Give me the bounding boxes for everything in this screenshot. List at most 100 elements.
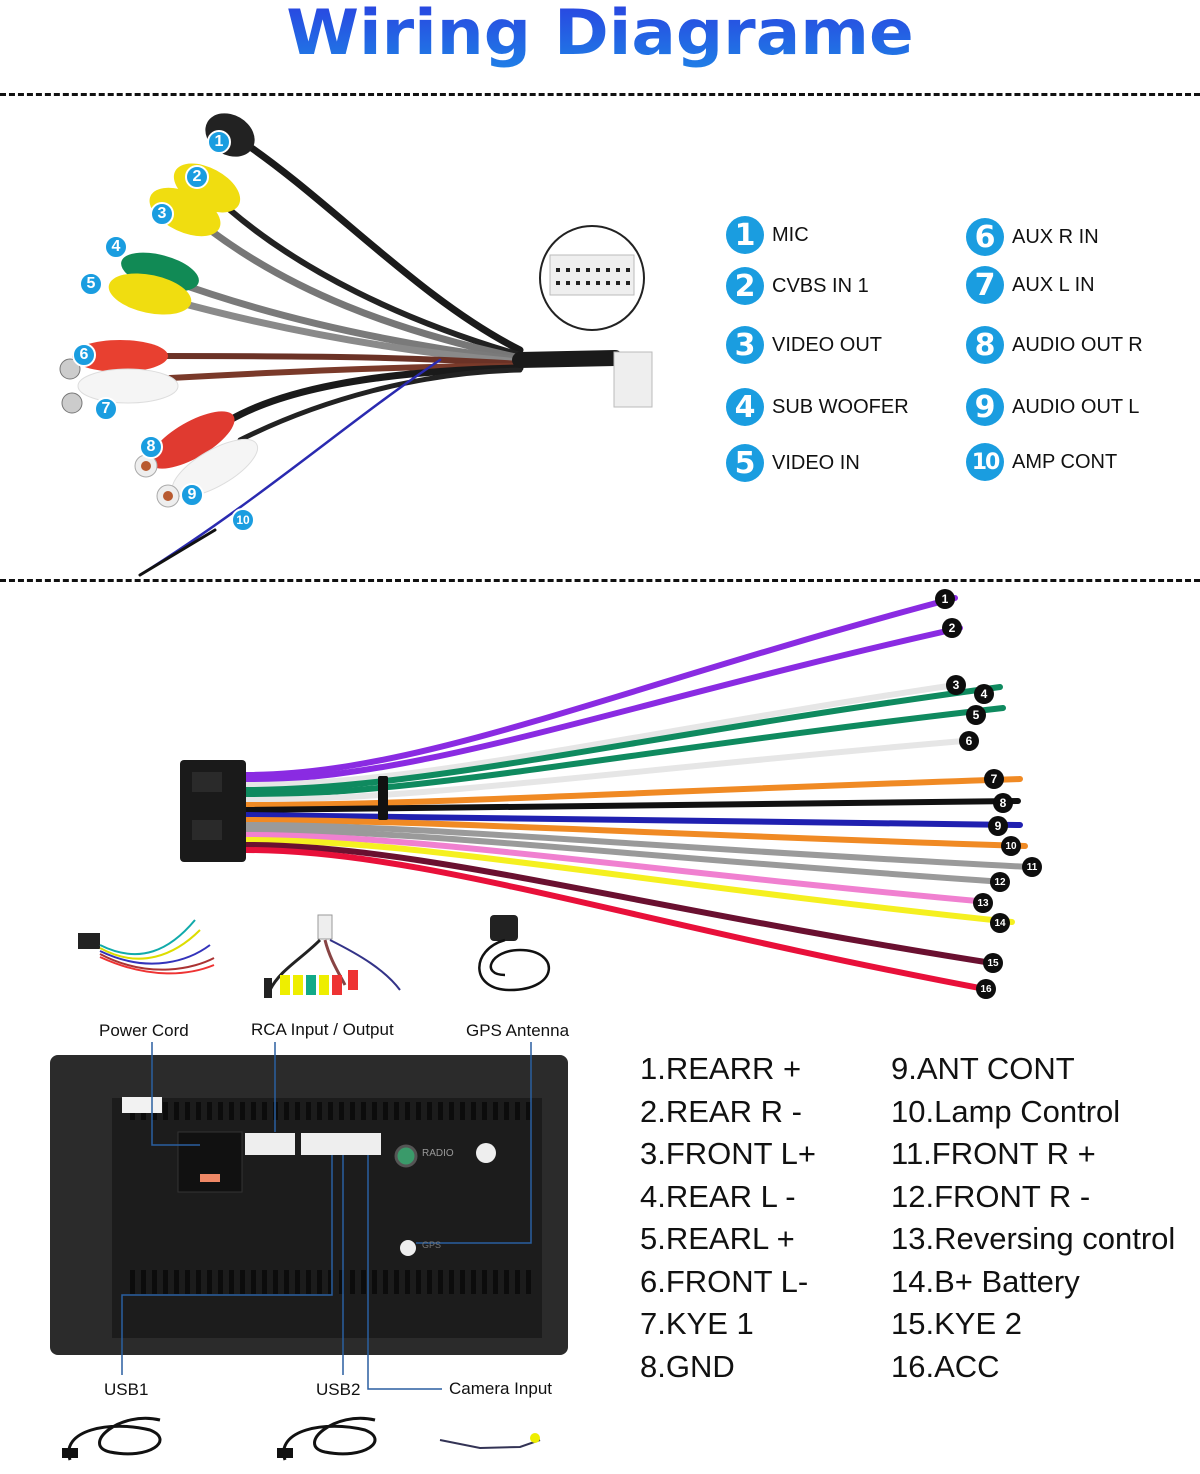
- vent-slot: [218, 1102, 223, 1120]
- pin-item: 15.KYE 2: [891, 1306, 1022, 1341]
- gps-port-label: GPS: [422, 1240, 442, 1250]
- label-camera-input: Camera Input: [449, 1379, 552, 1398]
- vent-slot: [449, 1270, 454, 1294]
- vent-slot: [196, 1270, 201, 1294]
- number-badge: 2: [726, 267, 764, 305]
- pin-item: 9.ANT CONT: [891, 1051, 1075, 1086]
- rca-callout-1: 1: [207, 130, 231, 154]
- vent-slot: [394, 1102, 399, 1120]
- vent-slot: [251, 1102, 256, 1120]
- vent-slot: [328, 1270, 333, 1294]
- legend-label: AUDIO OUT L: [1012, 395, 1140, 418]
- section-divider: [0, 579, 1200, 582]
- wire-5: [243, 705, 1006, 798]
- wire-badge-15: 15: [983, 953, 1003, 973]
- vent-slot: [295, 1102, 300, 1120]
- vent-slot: [383, 1270, 388, 1294]
- vent-slot: [207, 1102, 212, 1120]
- legend-label: AUDIO OUT R: [1012, 333, 1143, 356]
- vent-slot: [405, 1102, 410, 1120]
- vent-slot: [295, 1270, 300, 1294]
- wire-3: [243, 682, 958, 788]
- vent-slot: [317, 1270, 322, 1294]
- vent-slot: [284, 1102, 289, 1120]
- vent-slot: [438, 1270, 443, 1294]
- vent-slot: [218, 1270, 223, 1294]
- wire-8: [243, 798, 1021, 813]
- pin-item: 5.REARL +: [640, 1221, 795, 1256]
- rca-callout-3: 3: [150, 202, 174, 226]
- vent-slot: [196, 1102, 201, 1120]
- label-rca-input-output: RCA Input / Output: [251, 1020, 394, 1039]
- vent-slot: [416, 1102, 421, 1120]
- rca-callout-7: 7: [94, 397, 118, 421]
- pin-item: 12.FRONT R -: [891, 1178, 1091, 1214]
- vent-slot: [130, 1270, 135, 1294]
- rca-callout-6: 6: [72, 343, 96, 367]
- vent-slot: [229, 1102, 234, 1120]
- vent-slot: [163, 1102, 168, 1120]
- legend-label: AUX L IN: [1012, 273, 1095, 296]
- wire-badge-8: 8: [993, 793, 1013, 813]
- legend-label: MIC: [772, 223, 809, 246]
- pin-item: 13.Reversing control: [891, 1221, 1176, 1256]
- number-badge: 8: [966, 326, 1004, 364]
- wire-13: [243, 832, 991, 905]
- pin-item: 1.REARR +: [640, 1051, 802, 1086]
- vent-slot: [273, 1270, 278, 1294]
- pin-functions-right: 9.ANT CONT 10.Lamp Control 11.FRONT R + …: [891, 1048, 1175, 1388]
- wire-15: [243, 842, 1001, 967]
- wire-badge-1: 1: [935, 589, 955, 609]
- vent-slot: [460, 1102, 465, 1120]
- rca-callout-9: 9: [180, 483, 204, 507]
- legend-label: SUB WOOFER: [772, 395, 909, 418]
- vent-slot: [405, 1270, 410, 1294]
- wire-badge-13: 13: [973, 893, 993, 913]
- pin-item: 14.B+ Battery: [891, 1263, 1080, 1299]
- vent-slot: [526, 1102, 531, 1120]
- wire-6: [243, 737, 978, 803]
- pin-item: 3.FRONT L+: [640, 1136, 817, 1171]
- legend-item: 8 AUDIO OUT R: [966, 326, 1143, 364]
- pin-functions-left: 1.REARR + 2.REAR R - 3.FRONT L+ 4.REAR L…: [640, 1048, 816, 1388]
- vent-slot: [526, 1270, 531, 1294]
- vent-slot: [185, 1270, 190, 1294]
- wire-badge-11: 11: [1022, 857, 1042, 877]
- wire-badge-14: 14: [990, 913, 1010, 933]
- wire-12: [243, 827, 1008, 885]
- wire-2: [243, 625, 963, 783]
- legend-item: 1 MIC: [726, 216, 809, 254]
- number-badge: 3: [726, 326, 764, 364]
- legend-label: AMP CONT: [1012, 450, 1118, 473]
- wire-11: [243, 822, 1033, 870]
- wire-badge-7: 7: [984, 769, 1004, 789]
- vent-slot: [372, 1270, 377, 1294]
- vent-slot: [493, 1102, 498, 1120]
- vent-slot: [350, 1102, 355, 1120]
- vent-slot: [449, 1102, 454, 1120]
- rca-callout-10: 10: [231, 508, 255, 532]
- vent-slot: [251, 1270, 256, 1294]
- radio-port-label: RADIO: [422, 1148, 454, 1159]
- pin-item: 16.ACC: [891, 1348, 1000, 1384]
- vent-slot: [515, 1270, 520, 1294]
- wire-badge-12: 12: [990, 872, 1010, 892]
- number-badge: 1: [726, 216, 764, 254]
- vent-slot: [262, 1270, 267, 1294]
- vent-slot: [339, 1270, 344, 1294]
- pin-item: 2.REAR R -: [640, 1093, 802, 1129]
- label-usb2: USB2: [316, 1380, 361, 1399]
- wire-badge-10: 10: [1001, 836, 1021, 856]
- wire-badge-3: 3: [946, 675, 966, 695]
- number-badge: 6: [966, 218, 1004, 256]
- wire-badge-16: 16: [976, 979, 996, 999]
- wire-badge-2: 2: [942, 618, 962, 638]
- pin-item: 7.KYE 1: [640, 1306, 754, 1341]
- vent-slot: [317, 1102, 322, 1120]
